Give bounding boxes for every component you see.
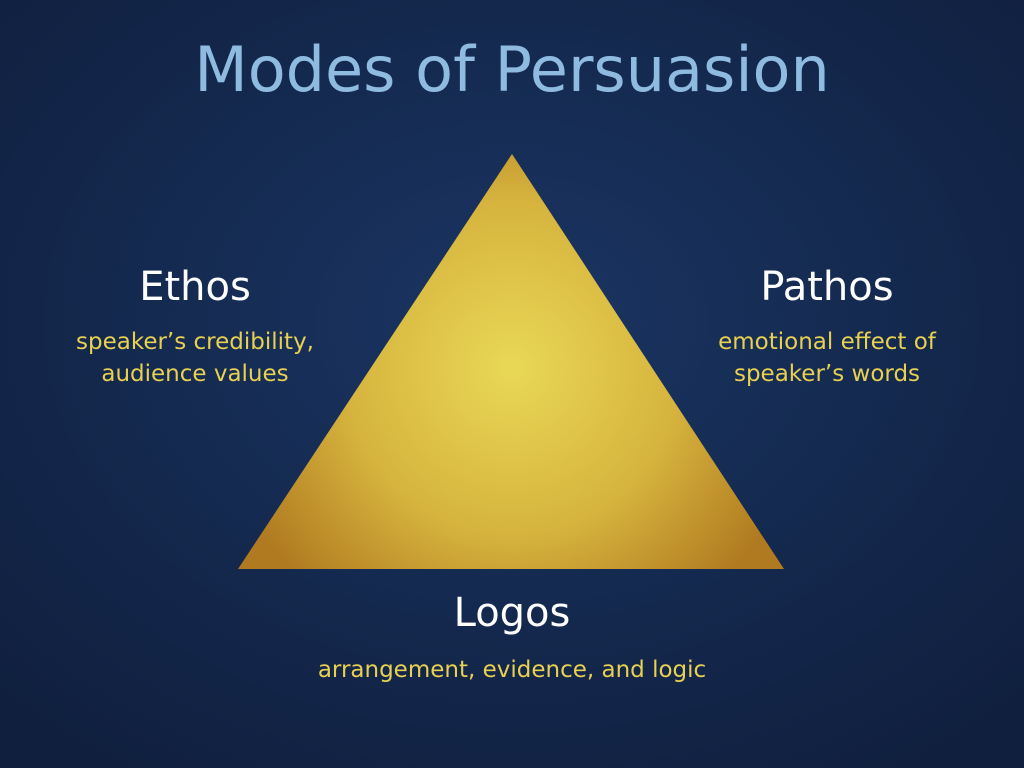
mode-ethos: Ethos speaker’s credibility, audience va… xyxy=(60,262,330,390)
logos-description: arrangement, evidence, and logic xyxy=(262,654,762,686)
mode-pathos: Pathos emotional effect of speaker’s wor… xyxy=(692,262,962,390)
pathos-description: emotional effect of speaker’s words xyxy=(692,326,962,390)
ethos-description-line: speaker’s credibility, xyxy=(76,329,314,355)
pathos-description-line: speaker’s words xyxy=(733,361,921,387)
triangle-shape xyxy=(238,154,784,569)
mode-logos: Logos arrangement, evidence, and logic xyxy=(262,588,762,686)
pathos-name: Pathos xyxy=(760,264,894,310)
logos-name: Logos xyxy=(453,590,571,636)
pathos-description-line: emotional effect of xyxy=(718,329,936,355)
ethos-name: Ethos xyxy=(139,264,251,310)
ethos-description-line: audience values xyxy=(101,361,289,387)
logos-description-line: arrangement, evidence, and logic xyxy=(317,657,707,683)
ethos-description: speaker’s credibility, audience values xyxy=(60,326,330,390)
slide-title: Modes of Persuasion xyxy=(194,33,830,106)
